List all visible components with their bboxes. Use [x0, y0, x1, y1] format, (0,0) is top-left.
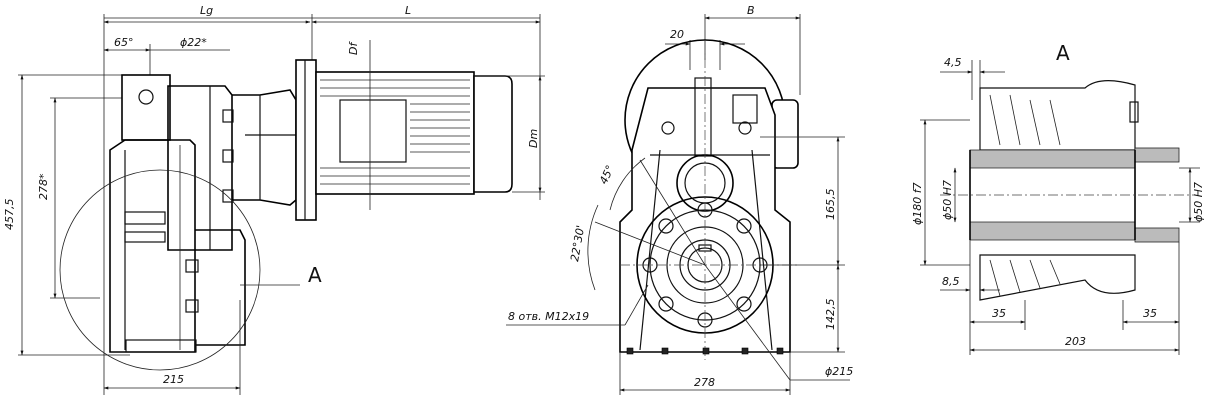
front-view: B 20 — [506, 4, 853, 395]
front-lug — [694, 77, 712, 157]
dim-215: 215 — [163, 373, 184, 386]
dim-phi180: ϕ180 f7 — [911, 182, 924, 225]
motor-adapter — [232, 89, 297, 206]
dim-22-30: 22°30' — [568, 224, 587, 262]
dim-l: L — [405, 4, 411, 17]
shaft-wall-top — [969, 149, 1136, 169]
dim-phi22: ϕ22* — [180, 36, 207, 49]
dim-phi50-left: ϕ50 H7 — [941, 180, 954, 220]
terminal-box — [339, 99, 407, 163]
dim-457: 457,5 — [3, 199, 16, 231]
dim-203: 203 — [1065, 335, 1086, 348]
section-label-a: A — [308, 263, 322, 287]
dim-165-5: 165,5 — [824, 189, 837, 221]
detail-view-a: A 4,5 ϕ180 f7 ϕ50 H7 ϕ50 H7 — [911, 41, 1205, 355]
dim-holes: 8 отв. M12x19 — [508, 310, 589, 323]
dim-278: 278 — [694, 376, 715, 389]
detail-title-a: A — [1056, 41, 1070, 65]
gearbox-flange-block — [195, 229, 246, 346]
dim-phi50-right: ϕ50 H7 — [1192, 182, 1205, 222]
detail-lower-body — [979, 254, 1136, 301]
side-view: Lg L 65° ϕ22* 457,5 278* — [3, 4, 545, 395]
dim-df: Df — [347, 41, 360, 55]
shaft-wall-bottom — [969, 221, 1136, 241]
shaft-collar-top — [1134, 147, 1180, 163]
gearbox-housing-upper — [167, 85, 233, 251]
dim-lg: Lg — [200, 4, 213, 17]
dim-278-star: 278* — [37, 173, 50, 200]
terminal-box-side — [771, 99, 799, 169]
dim-142-5: 142,5 — [824, 299, 837, 331]
dim-8-5: 8,5 — [942, 275, 960, 288]
dim-35-right: 35 — [1143, 307, 1157, 320]
mounting-lug — [121, 74, 171, 141]
gearbox-housing-lower — [109, 139, 196, 353]
dim-65-deg: 65° — [114, 36, 134, 49]
dim-dm: Dm — [527, 129, 540, 148]
detail-a-circle — [59, 169, 261, 371]
detail-upper-body — [979, 80, 1136, 151]
motor-flange — [295, 59, 317, 221]
dim-35-left: 35 — [992, 307, 1006, 320]
dim-4-5: 4,5 — [944, 56, 962, 69]
dim-45-deg: 45° — [597, 163, 617, 186]
motor-fan-cover — [473, 75, 513, 193]
mount-hole — [138, 89, 154, 105]
shaft-collar-bottom — [1134, 227, 1180, 243]
motor-fins — [320, 79, 470, 185]
dim-phi215: ϕ215 — [825, 365, 853, 378]
dim-b: B — [747, 4, 755, 17]
dim-20: 20 — [670, 28, 684, 41]
motor-body — [315, 71, 475, 195]
